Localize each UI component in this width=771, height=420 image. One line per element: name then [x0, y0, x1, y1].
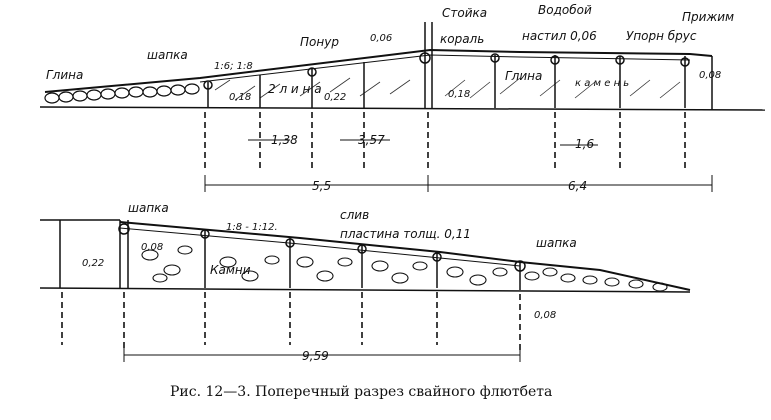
top-apron-surface: [44, 48, 713, 93]
top-ground-line: [39, 106, 766, 111]
label-koral: кораль: [440, 32, 484, 46]
bottom-section: шапка 1:8 - 1:12. слив пластина толщ. 0,…: [39, 201, 691, 363]
label-plastina: пластина толщ. 0,11: [340, 227, 471, 241]
top-dimension-lines: [204, 139, 713, 192]
label-kamni: Камни: [210, 263, 251, 277]
label-d-008-right: 0,08: [699, 70, 721, 81]
label-upor-brus: Упорн брус: [626, 29, 697, 43]
label-shapka-left: шапка: [128, 201, 169, 215]
label-slope-top: 1:6; 1:8: [214, 61, 253, 72]
label-vodoboy: Водобой: [538, 3, 592, 17]
bottom-apron-surface: [119, 221, 691, 291]
label-d-008-bottom: 0,08: [141, 242, 163, 253]
label-slope-bottom: 1:8 - 1:12.: [226, 222, 278, 233]
label-sliv: слив: [340, 208, 369, 222]
top-fill-hatching: [214, 77, 681, 101]
label-dim-55: 5,5: [312, 179, 331, 193]
label-d-018-mid: 0,18: [448, 89, 470, 100]
label-glina-left: Глина: [46, 68, 83, 82]
top-piles: [204, 112, 686, 172]
label-dim-64: 6,4: [568, 179, 587, 193]
label-d-008-pile: 0,08: [534, 310, 556, 321]
figure-caption: Рис. 12—3. Поперечный разрез свайного фл…: [170, 384, 552, 400]
label-glina-fill: 2 л и н а: [268, 82, 322, 96]
top-post-caps: [203, 52, 690, 90]
label-shapka-right: шапка: [536, 236, 577, 250]
label-dim-16: 1,6: [575, 137, 594, 151]
label-kamen-fill: к а м е н ь: [575, 78, 629, 89]
label-glina-mid: Глина: [505, 69, 542, 83]
top-clay-pebbles: [44, 83, 200, 104]
bottom-ground-line: [39, 287, 691, 293]
label-nastil: настил 0,06: [522, 29, 597, 43]
bottom-dimension-lines: [123, 348, 521, 362]
label-thickness-006: 0,06: [370, 33, 392, 44]
bottom-piles: [61, 292, 521, 350]
label-dim-138: 1,38: [271, 133, 298, 147]
top-vertical-posts: [207, 22, 686, 108]
label-d-022: 0,22: [324, 92, 346, 103]
label-prizhim: Прижим: [682, 10, 734, 24]
top-section: Глина шапка 1:6; 1:8 Понур 0,06 Стойка В…: [39, 3, 766, 193]
label-d-022-bottom: 0,22: [82, 258, 104, 269]
bottom-apron-lower: [119, 227, 521, 267]
label-stoyka: Стойка: [442, 6, 487, 20]
label-ponur: Понур: [300, 35, 339, 49]
label-shapka-top: шапка: [147, 48, 188, 62]
bottom-stones: [141, 245, 668, 292]
bottom-post-caps: [118, 223, 526, 272]
label-dim-357: 3,57: [358, 133, 385, 147]
label-d-018-left: 0,18: [229, 92, 251, 103]
label-dim-959: 9,59: [302, 349, 329, 363]
